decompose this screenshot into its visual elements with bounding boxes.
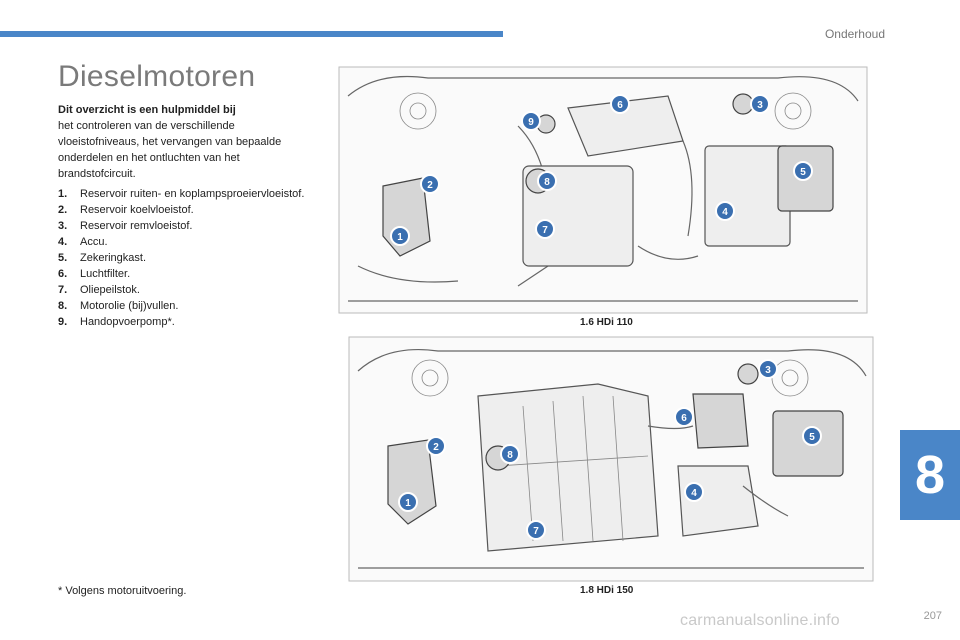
intro-text: het controleren van de verschillende vlo… bbox=[58, 120, 282, 180]
list-item: 2. Reservoir koelvloeistof. bbox=[58, 202, 318, 218]
list-item: 4. Accu. bbox=[58, 234, 318, 250]
svg-text:1: 1 bbox=[397, 232, 403, 243]
item-label: Reservoir koelvloeistof. bbox=[80, 204, 194, 216]
marker-1: 1 bbox=[390, 226, 410, 246]
list-item: 3. Reservoir remvloeistof. bbox=[58, 218, 318, 234]
footnote: * Volgens motoruitvoering. bbox=[58, 585, 187, 597]
list-item: 1. Reservoir ruiten- en koplampsproeiervl… bbox=[58, 186, 318, 202]
item-number: 4. bbox=[58, 236, 68, 248]
parts-list: 1. Reservoir ruiten- en koplampsproeiervl… bbox=[58, 186, 318, 330]
marker-6: 6 bbox=[674, 407, 694, 427]
page-title: Dieselmotoren bbox=[58, 60, 256, 93]
intro-paragraph: Dit overzicht is een hulpmiddel bij het … bbox=[58, 102, 318, 182]
marker-4: 4 bbox=[684, 482, 704, 502]
svg-text:7: 7 bbox=[542, 225, 548, 236]
item-label: Motorolie (bij)vullen. bbox=[80, 300, 179, 312]
marker-4: 4 bbox=[715, 201, 735, 221]
item-label: Zekeringkast. bbox=[80, 252, 147, 264]
top-accent-bar bbox=[0, 31, 503, 37]
engine-diagram-1-8-hdi: 1 2 3 4 5 6 7 8 bbox=[348, 336, 874, 582]
svg-text:2: 2 bbox=[433, 442, 439, 453]
svg-text:3: 3 bbox=[765, 365, 771, 376]
item-number: 6. bbox=[58, 268, 68, 280]
item-label: Reservoir ruiten- en koplampsproeiervloe… bbox=[80, 188, 305, 200]
svg-text:6: 6 bbox=[681, 413, 687, 424]
item-number: 1. bbox=[58, 188, 68, 200]
section-title: Onderhoud bbox=[824, 27, 885, 41]
svg-text:7: 7 bbox=[533, 526, 539, 537]
item-number: 8. bbox=[58, 300, 68, 312]
item-label: Luchtfilter. bbox=[80, 268, 131, 280]
svg-text:3: 3 bbox=[757, 100, 763, 111]
marker-9: 9 bbox=[521, 111, 541, 131]
svg-text:8: 8 bbox=[507, 450, 513, 461]
marker-7: 7 bbox=[535, 219, 555, 239]
item-label: Accu. bbox=[80, 236, 108, 248]
item-label: Handopvoerpomp*. bbox=[80, 316, 175, 328]
item-label: Oliepeilstok. bbox=[80, 284, 140, 296]
svg-text:4: 4 bbox=[722, 207, 728, 218]
list-item: 5. Zekeringkast. bbox=[58, 250, 318, 266]
item-number: 3. bbox=[58, 220, 68, 232]
chapter-tab: 8 bbox=[900, 430, 960, 520]
item-number: 5. bbox=[58, 252, 68, 264]
marker-8: 8 bbox=[537, 171, 557, 191]
item-number: 2. bbox=[58, 204, 68, 216]
marker-3: 3 bbox=[758, 359, 778, 379]
list-item: 6. Luchtfilter. bbox=[58, 266, 318, 282]
item-label: Reservoir remvloeistof. bbox=[80, 220, 193, 232]
item-number: 9. bbox=[58, 316, 68, 328]
list-item: 8. Motorolie (bij)vullen. bbox=[58, 298, 318, 314]
marker-5: 5 bbox=[793, 161, 813, 181]
intro-bold: Dit overzicht is een hulpmiddel bij bbox=[58, 104, 236, 116]
svg-text:9: 9 bbox=[528, 117, 534, 128]
svg-text:8: 8 bbox=[544, 177, 550, 188]
marker-3: 3 bbox=[750, 94, 770, 114]
svg-text:6: 6 bbox=[617, 100, 623, 111]
engine-block-shape bbox=[522, 165, 634, 267]
marker-7: 7 bbox=[526, 520, 546, 540]
marker-8: 8 bbox=[500, 444, 520, 464]
engine-caption-2: 1.8 HDi 150 bbox=[580, 585, 634, 596]
watermark: carmanualsonline.info bbox=[680, 612, 840, 629]
svg-text:1: 1 bbox=[405, 498, 411, 509]
engine-diagram-1-6-hdi: 1 2 3 4 5 6 7 8 9 bbox=[338, 66, 868, 314]
list-item: 9. Handopvoerpomp*. bbox=[58, 314, 318, 330]
battery-shape bbox=[704, 145, 791, 247]
marker-1: 1 bbox=[398, 492, 418, 512]
air-filter-shape-2 bbox=[692, 393, 749, 449]
item-number: 7. bbox=[58, 284, 68, 296]
marker-2: 2 bbox=[420, 174, 440, 194]
engine-caption-1: 1.6 HDi 110 bbox=[580, 317, 633, 328]
page-number: 207 bbox=[923, 610, 942, 622]
brake-reservoir-shape-2 bbox=[737, 363, 759, 385]
svg-text:4: 4 bbox=[691, 488, 697, 499]
marker-6: 6 bbox=[610, 94, 630, 114]
list-item: 7. Oliepeilstok. bbox=[58, 282, 318, 298]
marker-2: 2 bbox=[426, 436, 446, 456]
svg-text:2: 2 bbox=[427, 180, 433, 191]
engine-cover-shape bbox=[477, 383, 659, 552]
svg-text:5: 5 bbox=[800, 167, 806, 178]
svg-text:5: 5 bbox=[809, 432, 815, 443]
marker-5: 5 bbox=[802, 426, 822, 446]
